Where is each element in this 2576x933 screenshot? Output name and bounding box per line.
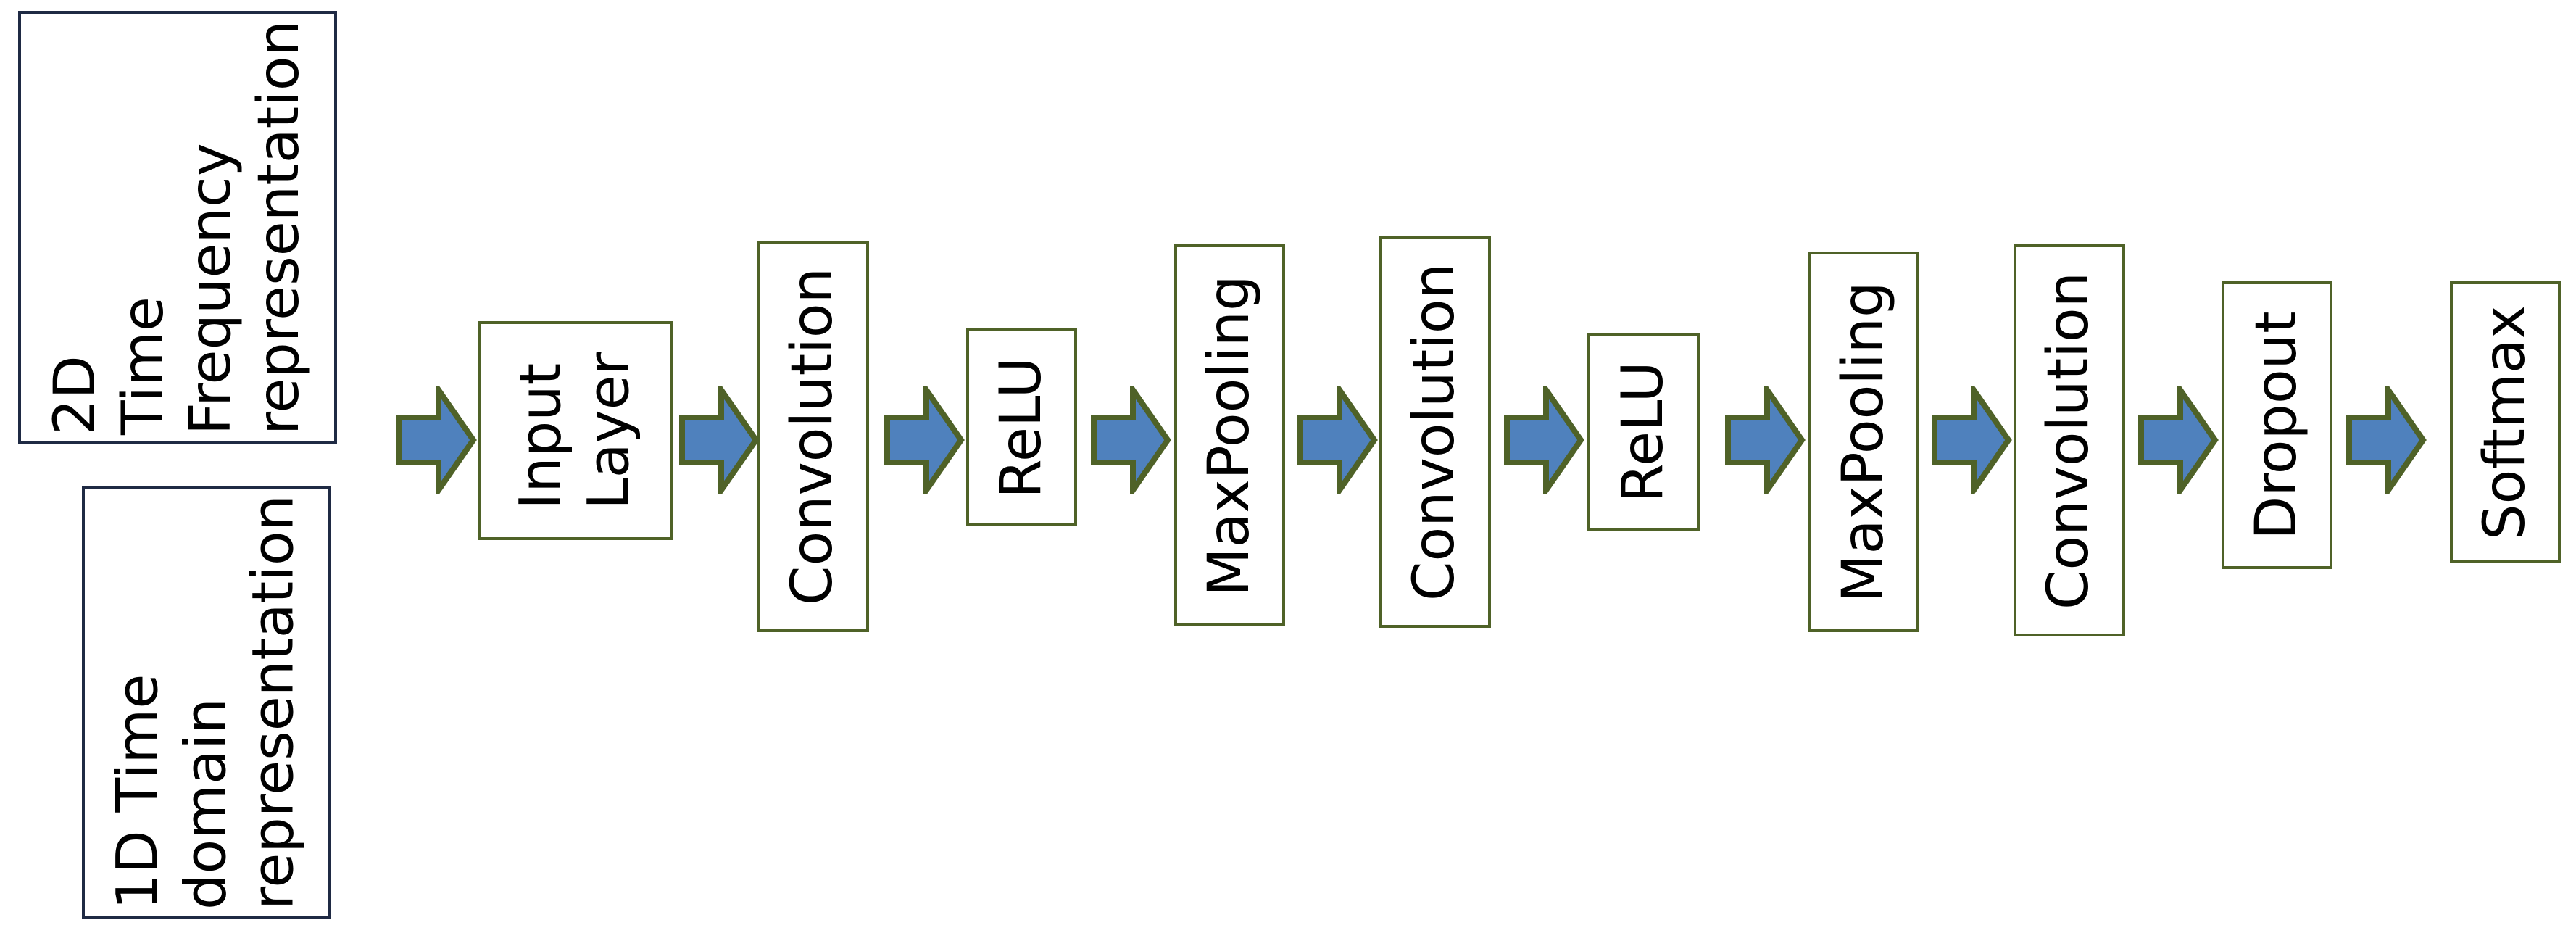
maxpooling-2-box: MaxPooling [1808, 252, 1919, 632]
time-frequency-representation-box: 2D Time Frequency representation [18, 11, 337, 444]
convolution-3-label: Convolution [2036, 271, 2102, 610]
convolution-2-label: Convolution [1401, 262, 1467, 601]
time-domain-representation-box: 1D Time domain representation [82, 486, 331, 919]
right-arrow-icon [1297, 386, 1378, 494]
right-arrow-icon [679, 386, 760, 494]
input-layer-box: Input Layer [478, 321, 673, 540]
maxpooling-2-label: MaxPooling [1830, 281, 1896, 603]
input-layer-label: Input Layer [508, 352, 641, 510]
maxpooling-1-box: MaxPooling [1174, 244, 1285, 626]
relu-1-box: ReLU [966, 328, 1077, 526]
softmax-box: Softmax [2450, 281, 2561, 563]
convolution-2-box: Convolution [1379, 236, 1491, 628]
dropout-label: Dropout [2243, 310, 2309, 540]
convolution-1-label: Convolution [780, 267, 846, 606]
time-frequency-representation-label: 2D Time Frequency representation [42, 20, 312, 435]
right-arrow-icon [1091, 386, 1171, 494]
relu-1-label: ReLU [988, 356, 1054, 499]
right-arrow-icon [1504, 386, 1584, 494]
right-arrow-icon [1932, 386, 2012, 494]
right-arrow-icon [884, 386, 965, 494]
dropout-box: Dropout [2222, 281, 2332, 569]
convolution-3-box: Convolution [2014, 244, 2125, 636]
relu-2-label: ReLU [1610, 360, 1676, 503]
right-arrow-icon [2346, 386, 2427, 494]
right-arrow-icon [2138, 386, 2219, 494]
convolution-1-box: Convolution [757, 241, 869, 632]
right-arrow-icon [1725, 386, 1806, 494]
time-domain-representation-label: 1D Time domain representation [105, 494, 307, 910]
right-arrow-icon [396, 386, 477, 494]
maxpooling-1-label: MaxPooling [1196, 274, 1262, 597]
relu-2-box: ReLU [1587, 333, 1700, 531]
softmax-label: Softmax [2472, 304, 2538, 540]
